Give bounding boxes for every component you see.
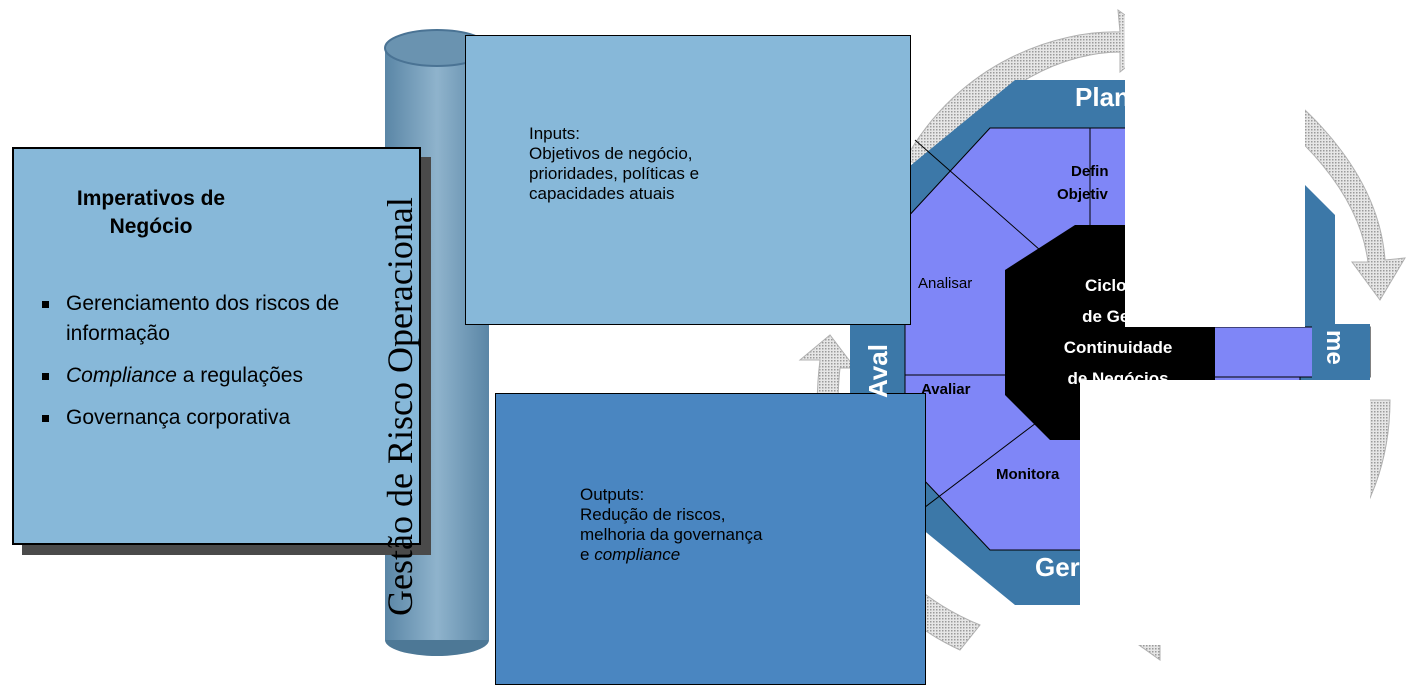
inputs-line3: capacidades atuais [529, 184, 675, 203]
inputs-line1: Objetivos de negócio, [529, 144, 693, 163]
inputs-heading: Inputs: [529, 124, 581, 143]
imperativos-list: Gerenciamento dos riscos de informação C… [42, 289, 352, 445]
segment-analisar: Analisar [918, 275, 973, 292]
inputs-line2: prioridades, políticas e [529, 164, 700, 183]
list-item: Gerenciamento dos riscos de informação [42, 289, 352, 349]
bullet-icon [42, 373, 49, 380]
mask-center [1080, 385, 1220, 445]
outputs-line3-prefix: e [580, 545, 595, 564]
segment-avaliar: Avaliar [921, 381, 971, 398]
center-line4: de Negócios [1067, 369, 1169, 388]
outputs-line3-italic: compliance [594, 545, 681, 564]
ring-label-top: Plane [1075, 82, 1145, 112]
bullet-icon [42, 415, 49, 422]
segment-objetiv: Objetiv [1057, 186, 1108, 203]
center-line1: Ciclo de [1084, 276, 1152, 295]
outputs-box: Outputs: Redução de riscos, melhoria da … [495, 393, 926, 685]
list-item-text: Governança corporativa [66, 406, 291, 429]
outputs-line1: Redução de riscos, [580, 505, 726, 524]
gestao-label: Gestão de Risco Operacional [380, 197, 420, 616]
outputs-line3: e compliance [580, 545, 762, 565]
inputs-box: Inputs: Objetivos de negócio, prioridade… [465, 35, 911, 325]
center-text: Ciclo de de Gestã Continuidade de Negóci… [1018, 270, 1218, 394]
imperativos-box: Imperativos de Negócio Gerenciamento dos… [12, 147, 421, 545]
inputs-text: Inputs: Objetivos de negócio, prioridade… [529, 124, 699, 204]
list-item-text: Gerenciamento dos riscos de informação [66, 292, 340, 345]
list-item-italic: Compliance [66, 364, 177, 387]
ring-label-right: me [1321, 330, 1348, 365]
center-line2: de Gestã [1082, 307, 1154, 326]
bullet-icon [42, 301, 49, 308]
ring-label-bottom: Ger [1035, 552, 1080, 582]
mask-top-right [1125, 10, 1305, 327]
right-bar-end [1312, 324, 1370, 380]
center-line3: Continuidade [1063, 338, 1173, 357]
segment-defin: Defin [1071, 163, 1109, 180]
list-item: Compliance a regulações [42, 361, 352, 391]
ring-label-left: Aval [863, 344, 893, 398]
segment-monitora: Monitora [996, 466, 1060, 483]
outputs-text: Outputs: Redução de riscos, melhoria da … [580, 485, 762, 565]
outputs-heading: Outputs: [580, 485, 645, 504]
list-item-text: a regulações [176, 364, 303, 387]
list-item: Governança corporativa [42, 403, 352, 433]
imperativos-title: Imperativos de Negócio [76, 187, 226, 238]
outputs-line2: melhoria da governança [580, 525, 763, 544]
